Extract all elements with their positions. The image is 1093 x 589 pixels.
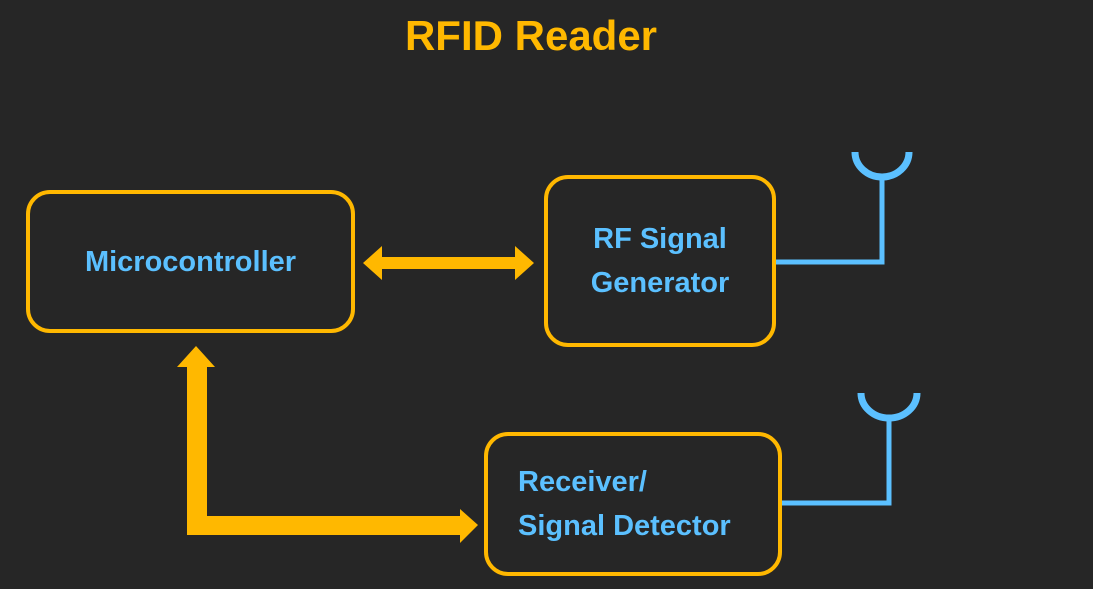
mcu-rf-double-arrow	[363, 246, 534, 280]
receiver-signal-detector-block: Receiver/ Signal Detector	[484, 432, 782, 576]
diagram-title: RFID Reader	[404, 12, 658, 59]
rf-signal-generator-block: RF Signal Generator	[544, 175, 776, 347]
microcontroller-label: Microcontroller	[84, 245, 297, 278]
rf-generator-label-line-2: Generator	[590, 267, 730, 299]
microcontroller-block: Microcontroller	[26, 190, 355, 333]
rf-generator-label-line-1: RF Signal	[593, 223, 727, 255]
antenna-icon	[851, 151, 913, 181]
antenna-icon	[857, 392, 921, 422]
receiver-label-line-1: Receiver/	[518, 466, 647, 498]
receiver-antenna-feed-line	[782, 418, 892, 506]
mcu-receiver-elbow-arrow	[177, 346, 478, 543]
rf-antenna-feed-line	[776, 178, 885, 265]
receiver-label-line-2: Signal Detector	[518, 510, 731, 542]
